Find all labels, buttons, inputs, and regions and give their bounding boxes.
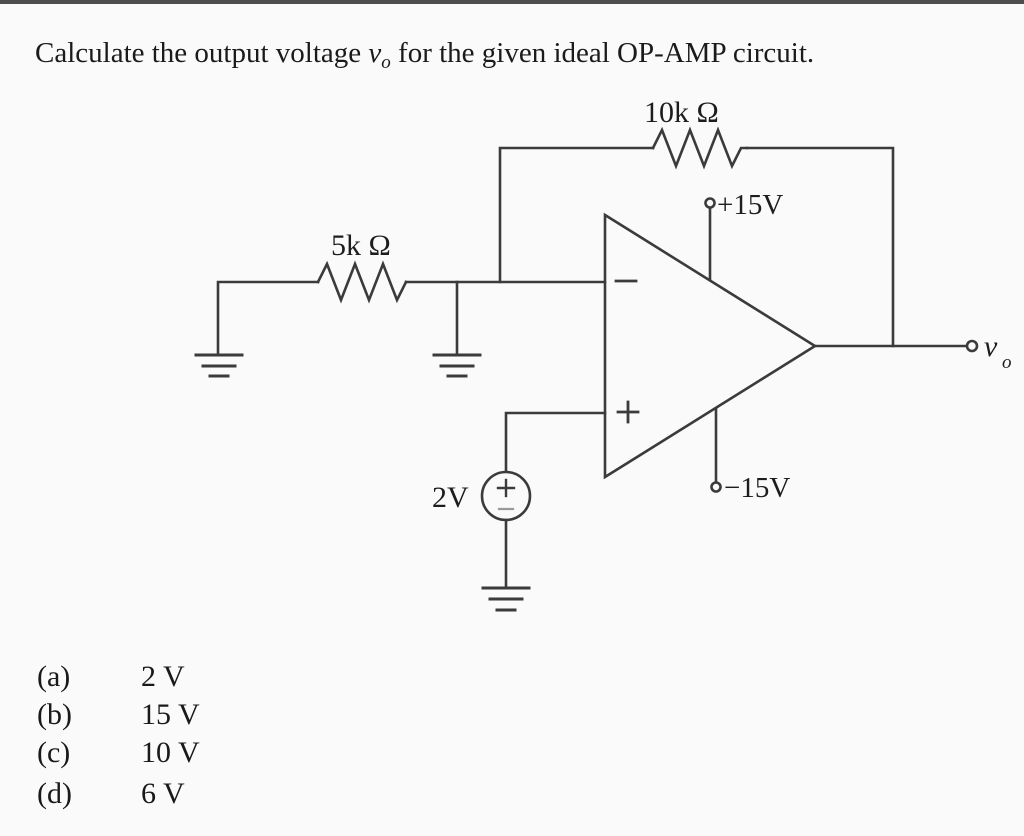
option-c-label: (c)	[37, 736, 71, 769]
option-d-label: (d)	[37, 777, 72, 810]
question-suffix: for the given ideal OP-AMP circuit.	[390, 37, 815, 69]
output-terminal	[965, 339, 979, 353]
opamp-plus-mark	[616, 400, 640, 424]
option-b-value: 15 V	[141, 698, 200, 731]
output-label-sub: o	[1002, 352, 1012, 373]
negative-supply-label: −15V	[724, 472, 790, 504]
question-var-vo: v	[368, 37, 382, 69]
option-b-label: (b)	[37, 698, 72, 731]
option-c-value: 10 V	[141, 736, 200, 769]
negative-supply-pin	[710, 407, 722, 493]
ground-middle	[432, 353, 482, 378]
feedback-resistor-10k	[651, 126, 749, 170]
option-d-value: 6 V	[141, 777, 185, 810]
option-a-value: 2 V	[141, 660, 185, 693]
feedback-resistor-label: 10k Ω	[644, 96, 719, 129]
question-var-sub: o	[381, 52, 391, 73]
output-wire	[813, 339, 979, 353]
input-wire	[216, 260, 607, 357]
output-label-var: v	[984, 330, 998, 363]
positive-supply-label: +15V	[717, 189, 783, 221]
ground-bottom	[481, 586, 531, 612]
source-label: 2V	[432, 481, 469, 514]
feedback-wire	[498, 126, 895, 348]
opamp-circuit-diagram: 10k Ω 5k Ω +15V −15V 2V v o	[194, 96, 1012, 612]
input-resistor-label: 5k Ω	[331, 229, 391, 262]
input-resistor-5k	[316, 260, 408, 304]
question-text: Calculate the output voltage vo for the …	[35, 36, 1015, 75]
positive-supply-pin	[704, 197, 716, 282]
negative-supply-terminal	[710, 481, 722, 493]
question-prefix: Calculate the output voltage	[35, 37, 369, 69]
positive-supply-terminal	[704, 197, 716, 209]
scan-top-edge	[0, 0, 1024, 4]
option-a-label: (a)	[37, 660, 71, 693]
source-plus-mark	[496, 478, 516, 498]
ground-left	[194, 353, 244, 378]
source-branch	[480, 411, 607, 590]
